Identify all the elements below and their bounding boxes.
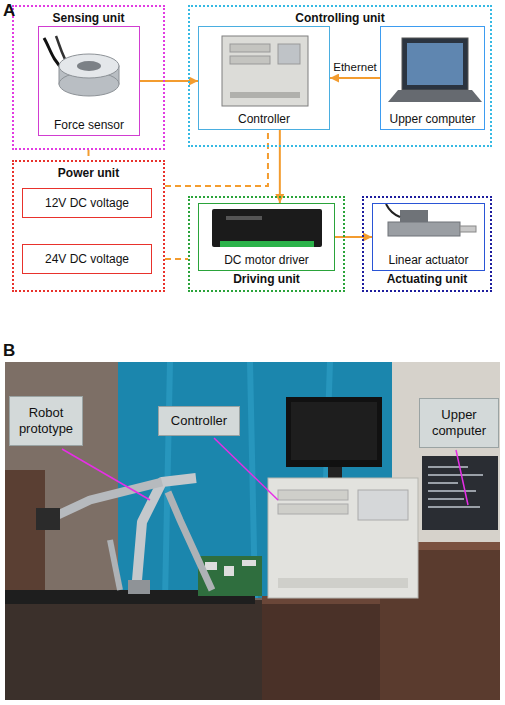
driver-body xyxy=(212,209,322,247)
monitor-screen xyxy=(291,402,377,460)
box-label: Upper computer xyxy=(389,112,475,126)
linear-actuator-icon xyxy=(386,204,476,236)
panel-label-holder: B xyxy=(3,341,15,361)
laptop-terminal xyxy=(428,466,483,508)
laptop-screen xyxy=(402,38,468,90)
controller-icon xyxy=(222,36,308,106)
monitor xyxy=(286,397,382,467)
power-line xyxy=(88,150,90,160)
actuator-tube xyxy=(388,222,460,236)
actuator-wire xyxy=(386,204,400,217)
robot-joint xyxy=(128,580,150,594)
group-title: Controlling unit xyxy=(295,11,384,25)
component-box: DC motor driver xyxy=(198,203,335,271)
sensor-top xyxy=(59,54,119,78)
terminal-strip xyxy=(220,241,314,247)
box-label: Robot prototype xyxy=(14,405,78,436)
leader-line xyxy=(214,438,278,500)
front-panel xyxy=(358,490,408,520)
left-wall xyxy=(5,362,120,602)
group-title: Sensing unit xyxy=(53,11,125,25)
front-strip xyxy=(230,92,300,98)
component-box: Force sensor xyxy=(38,26,140,136)
driver-mark xyxy=(226,216,262,220)
box-label: Controller xyxy=(238,112,290,126)
group-title: Power unit xyxy=(58,166,119,180)
voltage-box: 12V DC voltage xyxy=(22,188,152,218)
drive-bay xyxy=(230,44,270,52)
pc-case xyxy=(222,36,308,106)
laptop-base xyxy=(388,90,482,102)
pcb-parts xyxy=(205,560,256,576)
group-box: 12V DC voltage 24V DC voltage Power unit xyxy=(12,160,165,292)
laptop-icon xyxy=(388,38,482,102)
edge-label-holder: Ethernet xyxy=(332,57,377,75)
photo xyxy=(5,362,500,700)
actuator-rod xyxy=(460,226,476,232)
signal-arrow xyxy=(279,130,281,203)
callout-box: Robot prototype xyxy=(9,396,83,446)
sensor-hole xyxy=(77,61,101,71)
drive-bay xyxy=(278,490,348,500)
callout-box: Controller xyxy=(158,406,240,436)
group-box: Controller Upper computer Controlling unit xyxy=(188,5,492,147)
edge-label: Ethernet xyxy=(332,61,377,73)
signal-arrow xyxy=(330,77,380,79)
box-label: Upper computer xyxy=(424,407,494,438)
panel-label: B xyxy=(3,341,15,361)
power-line xyxy=(165,130,268,186)
front-panel xyxy=(278,44,300,64)
box-label: Force sensor xyxy=(54,118,124,132)
robot-link xyxy=(168,492,212,590)
pc-case xyxy=(268,478,418,598)
box-label: Linear actuator xyxy=(388,253,468,267)
group-title: Driving unit xyxy=(233,272,300,286)
drive-bay xyxy=(278,504,348,514)
photo-ground xyxy=(5,362,500,700)
box-label: DC motor driver xyxy=(224,253,309,267)
voltage-box: 24V DC voltage xyxy=(22,244,152,274)
front-strip xyxy=(278,578,408,588)
box-label: 24V DC voltage xyxy=(45,252,129,266)
group-title: Actuating unit xyxy=(387,272,468,286)
power-line xyxy=(165,258,188,260)
panel-label-holder: A xyxy=(3,1,15,21)
callout-box: Upper computer xyxy=(419,398,499,448)
box-label: 12V DC voltage xyxy=(45,196,129,210)
signal-arrow xyxy=(335,236,372,238)
component-box: Controller xyxy=(198,26,330,130)
leader-line xyxy=(62,449,150,500)
box-label: Controller xyxy=(171,413,227,429)
component-box: Upper computer xyxy=(380,26,485,130)
laptop-display xyxy=(407,43,463,85)
panel-label: A xyxy=(3,1,15,21)
leader-line xyxy=(456,450,468,505)
motor-driver-icon xyxy=(212,209,322,247)
robot-link xyxy=(110,540,120,590)
force-sensor-icon xyxy=(44,36,119,96)
component-box: Linear actuator xyxy=(372,203,485,271)
group-box: Linear actuatorActuating unit xyxy=(362,196,492,292)
monitor-stand xyxy=(328,467,342,479)
group-box: Force sensor Sensing unit xyxy=(12,5,165,150)
group-box: DC motor driverDriving unit xyxy=(188,196,345,292)
robot-gripper xyxy=(36,508,60,530)
drive-bay xyxy=(230,56,270,64)
